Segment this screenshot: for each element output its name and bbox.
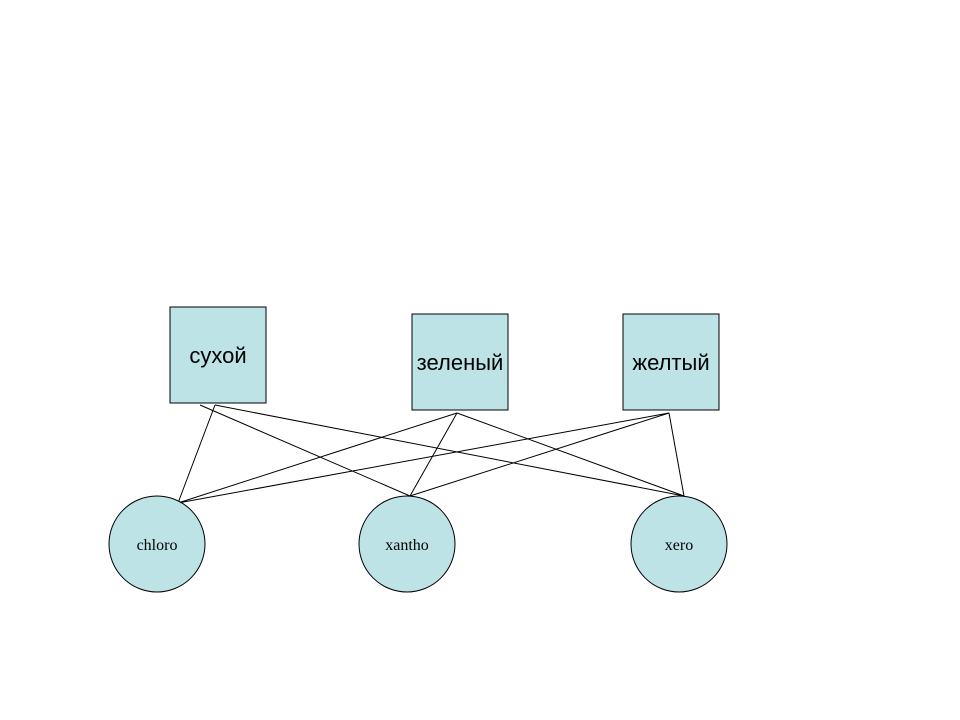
word-box-green-rect	[411, 313, 509, 411]
root-node-chloro: chloro	[108, 495, 206, 593]
word-box-yellow-rect	[622, 313, 720, 411]
root-node-chloro-label: chloro	[137, 537, 178, 554]
link-yellow-xantho	[409, 412, 670, 497]
link-yellow-chloro	[177, 412, 670, 504]
word-box-dry-rect	[169, 306, 267, 404]
root-node-xero: xero	[630, 495, 728, 593]
word-box-yellow-label: желтый	[632, 350, 709, 375]
link-yellow-xero	[668, 412, 685, 497]
link-dry-xantho	[199, 404, 411, 497]
root-node-xantho: xantho	[358, 495, 456, 593]
link-dry-chloro	[177, 404, 216, 504]
root-node-xero-circle	[630, 495, 728, 593]
link-green-xantho	[409, 412, 458, 497]
connection-lines	[177, 404, 685, 504]
word-box-green: зеленый	[411, 313, 509, 411]
root-node-xantho-circle	[358, 495, 456, 593]
word-box-dry: сухой	[169, 306, 267, 404]
root-node-xantho-label: xantho	[385, 537, 429, 554]
root-node-xero-label: xero	[665, 537, 693, 554]
word-box-yellow: желтый	[622, 313, 720, 411]
link-dry-xero	[214, 404, 685, 497]
word-box-green-label: зеленый	[417, 350, 504, 375]
root-node-chloro-circle	[108, 495, 206, 593]
word-box-dry-label: сухой	[189, 343, 246, 368]
link-green-xero	[456, 412, 685, 497]
link-green-chloro	[177, 412, 458, 504]
